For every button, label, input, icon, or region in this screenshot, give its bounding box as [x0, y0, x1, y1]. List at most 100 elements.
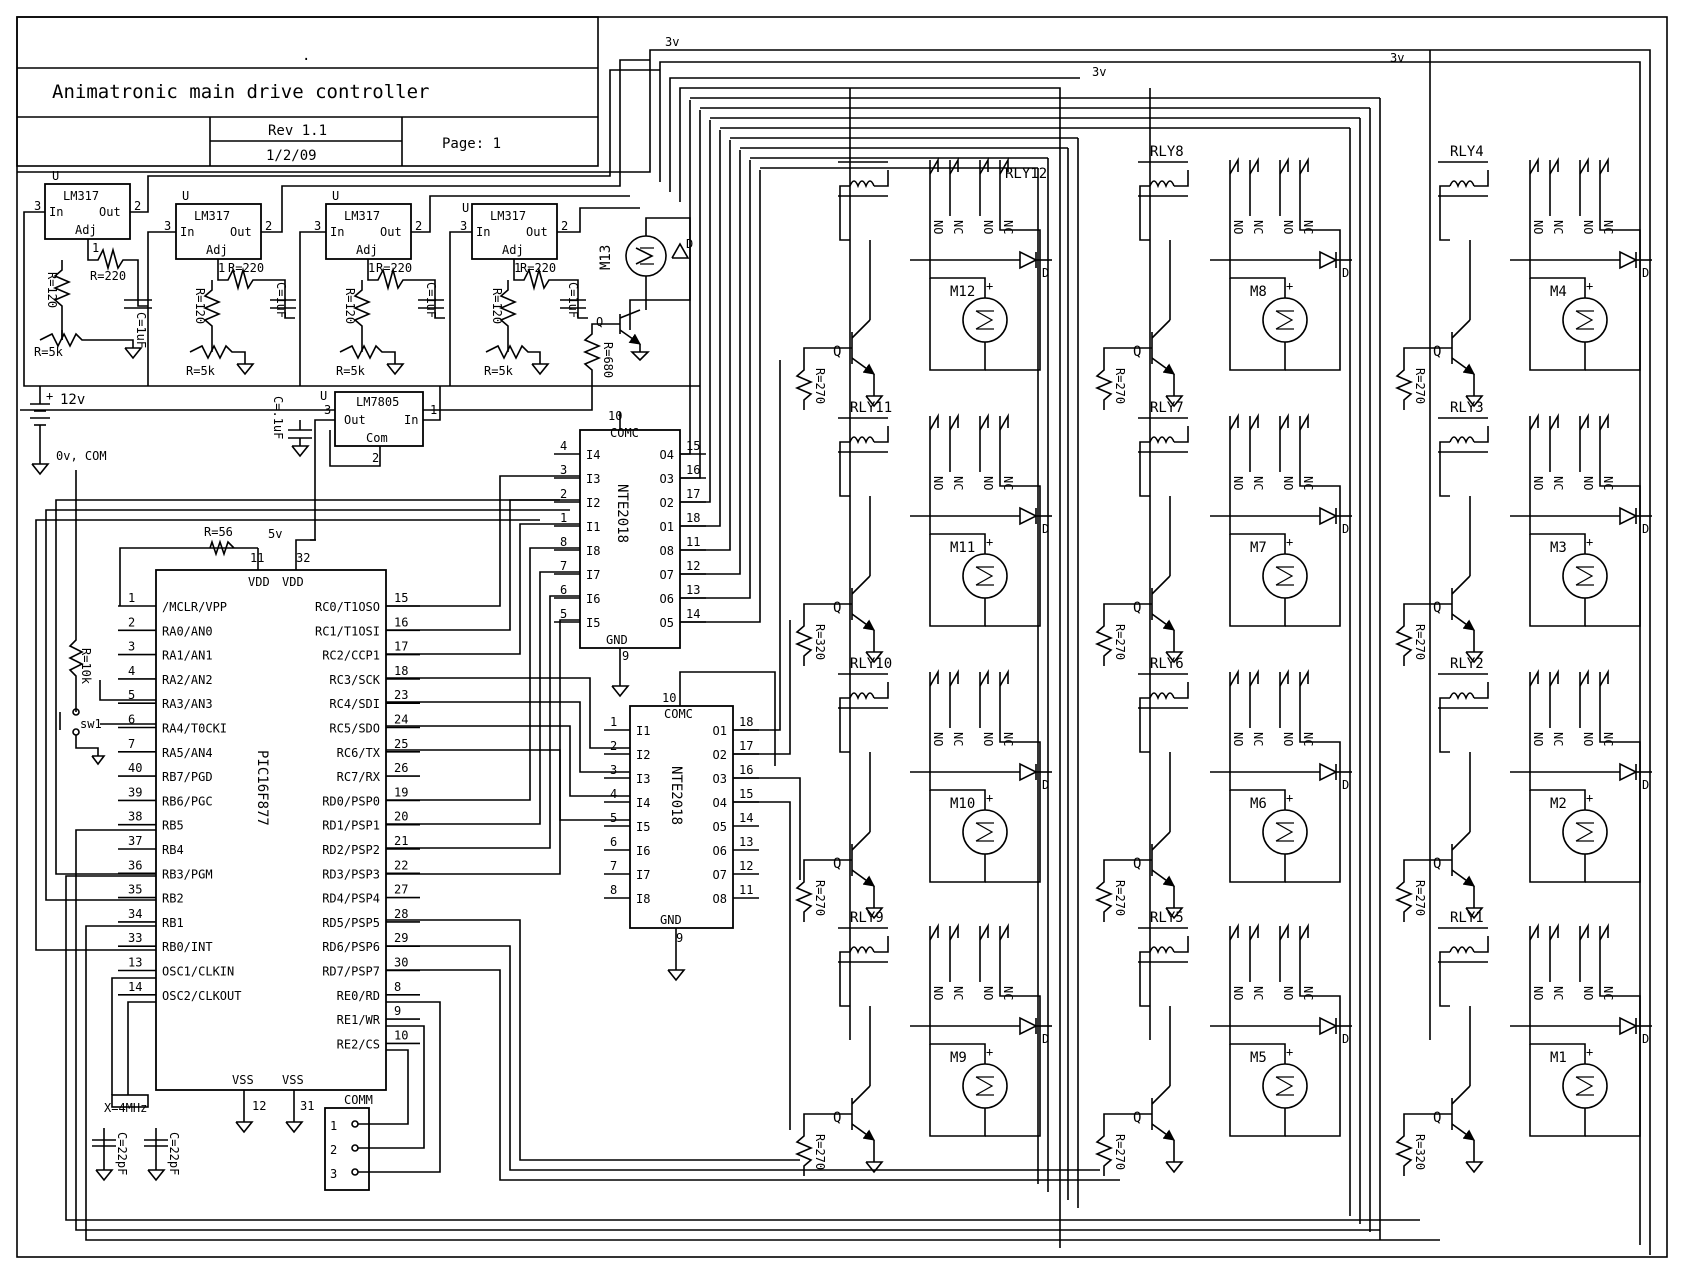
svg-text:Out: Out — [344, 413, 366, 427]
pin-number: 9 — [394, 1004, 401, 1018]
pin-name: RB6/PGC — [162, 794, 213, 808]
pin-name: RA5/AN4 — [162, 746, 213, 760]
regulator-section: U LM317 In Out Adj 3 2 1 R=220 R=120 R=5… — [23, 59, 700, 387]
svg-text:Com: Com — [366, 431, 388, 445]
contact-label: NO — [1581, 732, 1595, 746]
pin-name: O6 — [660, 592, 674, 606]
relay-label: RLY4 — [1450, 144, 1484, 160]
svg-text:C=.1uF: C=.1uF — [271, 396, 285, 439]
pin-number: 6 — [610, 835, 617, 849]
pin-name: I8 — [636, 892, 650, 906]
pin-number: 16 — [739, 763, 753, 777]
pin-number: 25 — [394, 737, 408, 751]
contact-label: NC — [1551, 476, 1565, 490]
pin-number: 26 — [394, 761, 408, 775]
diode-label: D — [1642, 522, 1649, 536]
pin-number: 12 — [686, 559, 700, 573]
svg-text:COMC: COMC — [610, 426, 639, 440]
pin-number: 5 — [610, 811, 617, 825]
pin-number: 2 — [610, 739, 617, 753]
nte-pin-3: 3I3 — [604, 763, 650, 786]
resistor-label: R=270 — [813, 1134, 827, 1170]
pin-name: O4 — [660, 448, 674, 462]
svg-text:In: In — [49, 205, 63, 219]
pin-name: O1 — [713, 724, 727, 738]
pin-number: 28 — [394, 907, 408, 921]
svg-text:3: 3 — [460, 219, 467, 233]
svg-text:+: + — [46, 389, 53, 403]
pin-name: RC7/RX — [337, 770, 381, 784]
diode-label: D — [1042, 1032, 1049, 1046]
contact-label: NC — [1301, 220, 1315, 234]
contact-label: NO — [981, 220, 995, 234]
contact-label: NO — [981, 476, 995, 490]
comm-connector: COMM 1 2 3 — [324, 1001, 441, 1191]
pin-number: 16 — [686, 463, 700, 477]
svg-text:3: 3 — [164, 219, 171, 233]
svg-text:R=680: R=680 — [601, 342, 615, 378]
pin-name: RA0/AN0 — [162, 624, 213, 638]
pin-number: 8 — [610, 883, 617, 897]
svg-text:+: + — [1586, 791, 1593, 805]
pin-name: RA3/AN3 — [162, 697, 213, 711]
pin-name: O2 — [660, 496, 674, 510]
pin-name: RC4/SDI — [329, 697, 380, 711]
pin-name: RC6/TX — [337, 746, 381, 760]
contact-label: NO — [1281, 732, 1295, 746]
pin-number: 18 — [394, 664, 408, 678]
diode-label: D — [1042, 522, 1049, 536]
pin-name: RB7/PGD — [162, 770, 213, 784]
transistor-label: Q — [833, 856, 841, 872]
pin-number: 7 — [560, 559, 567, 573]
resistor-label: R=270 — [1413, 624, 1427, 660]
svg-text:Out: Out — [526, 225, 548, 239]
svg-text:1: 1 — [218, 261, 225, 275]
svg-text:+: + — [986, 535, 993, 549]
pin-name: RB5 — [162, 819, 184, 833]
nte-pin-4: 4I4 — [604, 787, 650, 810]
motor-label: M9 — [950, 1050, 967, 1066]
svg-text:+: + — [1286, 279, 1293, 293]
pin-name: RD4/PSP4 — [322, 892, 380, 906]
svg-text:U: U — [332, 189, 339, 203]
nte-pin-1: 1I1 — [604, 715, 650, 738]
contact-label: NO — [1531, 476, 1545, 490]
transistor-label: Q — [1133, 856, 1141, 872]
pin-number: 11 — [686, 535, 700, 549]
relay-label: RLY1 — [1450, 910, 1484, 926]
contact-label: NC — [1001, 986, 1015, 1000]
contact-label: NO — [981, 986, 995, 1000]
pin-name: RC3/SCK — [329, 673, 380, 687]
pin-name: O8 — [713, 892, 727, 906]
contact-label: NC — [1001, 220, 1015, 234]
svg-text:1: 1 — [430, 403, 437, 417]
pin-number: 14 — [686, 607, 700, 621]
resistor-label: R=270 — [1113, 624, 1127, 660]
svg-text:R=120: R=120 — [193, 288, 207, 324]
pin-number: 5 — [128, 688, 135, 702]
resistor-label: R=270 — [1113, 880, 1127, 916]
svg-text:X=4MHz: X=4MHz — [104, 1101, 147, 1115]
pin-number: 13 — [739, 835, 753, 849]
svg-text:R=5k: R=5k — [186, 364, 216, 378]
pin-number: 8 — [394, 980, 401, 994]
svg-text:31: 31 — [300, 1099, 314, 1113]
pin-name: RA4/T0CKI — [162, 722, 227, 736]
svg-text:NTE2018: NTE2018 — [668, 766, 684, 825]
contact-label: NO — [1581, 476, 1595, 490]
pin-number: 14 — [128, 980, 142, 994]
pin-number: 3 — [128, 640, 135, 654]
svg-text:Out: Out — [99, 205, 121, 219]
rail-3v-label-b: 3v — [1092, 65, 1106, 79]
